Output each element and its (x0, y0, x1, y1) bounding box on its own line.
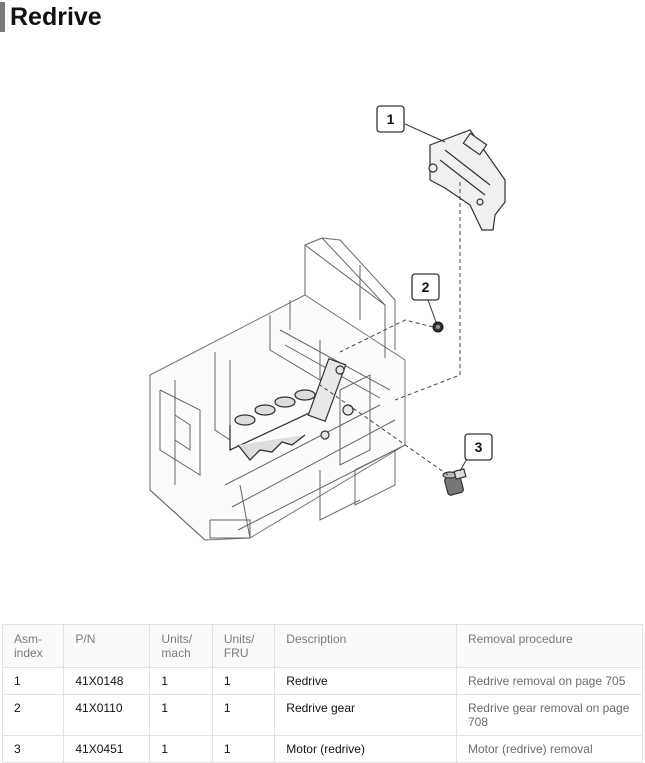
cell-units-fru: 1 (211, 667, 276, 695)
cell-pn: 41X0110 (63, 694, 151, 736)
cell-description: Motor (redrive) (274, 735, 457, 763)
redrive-gear-illustration (432, 321, 444, 333)
header-units-mach: Units/ mach (149, 624, 213, 668)
redrive-motor-illustration (442, 468, 467, 496)
cell-units-mach: 1 (149, 735, 213, 763)
header-units-fru: Units/ FRU (211, 624, 276, 668)
redrive-assembly-illustration (428, 129, 506, 231)
header-asm-index: Asm- index (1, 624, 65, 668)
cell-units-mach: 1 (149, 667, 213, 695)
cell-pn: 41X0451 (63, 735, 151, 763)
removal-procedure-link[interactable]: Motor (redrive) removal (455, 735, 644, 763)
removal-procedure-link[interactable]: Redrive gear removal on page 708 (455, 694, 644, 736)
callout-3-label: 3 (475, 439, 483, 455)
callout-1-label: 1 (387, 111, 395, 127)
cell-description: Redrive (274, 667, 457, 695)
removal-procedure-link[interactable]: Redrive removal on page 705 (455, 667, 644, 695)
page-title-bar: Redrive (0, 2, 210, 32)
cell-units-mach: 1 (149, 694, 213, 736)
cell-asm-index: 3 (1, 735, 65, 763)
table-row: 2 41X0110 1 1 Redrive gear Redrive gear … (1, 694, 644, 736)
callout-1: 1 (376, 105, 405, 133)
cell-units-fru: 1 (211, 694, 276, 736)
cell-units-fru: 1 (211, 735, 276, 763)
header-pn: P/N (63, 624, 151, 668)
header-removal-procedure: Removal procedure (455, 624, 644, 668)
exploded-parts-diagram: 1 2 3 (149, 105, 506, 541)
table-row: 3 41X0451 1 1 Motor (redrive) Motor (red… (1, 735, 644, 763)
callout-2: 2 (411, 273, 440, 301)
cell-description: Redrive gear (274, 694, 457, 736)
callout-2-label: 2 (422, 279, 430, 295)
cell-pn: 41X0148 (63, 667, 151, 695)
printer-frame-illustration (149, 237, 406, 541)
table-row: 1 41X0148 1 1 Redrive Redrive removal on… (1, 667, 644, 695)
cell-asm-index: 2 (1, 694, 65, 736)
table-header-row: Asm- index P/N Units/ mach Units/ FRU De… (1, 624, 644, 668)
page-title: Redrive (10, 3, 102, 31)
callout-3: 3 (464, 433, 493, 461)
cell-asm-index: 1 (1, 667, 65, 695)
header-description: Description (274, 624, 457, 668)
parts-table: Asm- index P/N Units/ mach Units/ FRU De… (1, 624, 644, 763)
